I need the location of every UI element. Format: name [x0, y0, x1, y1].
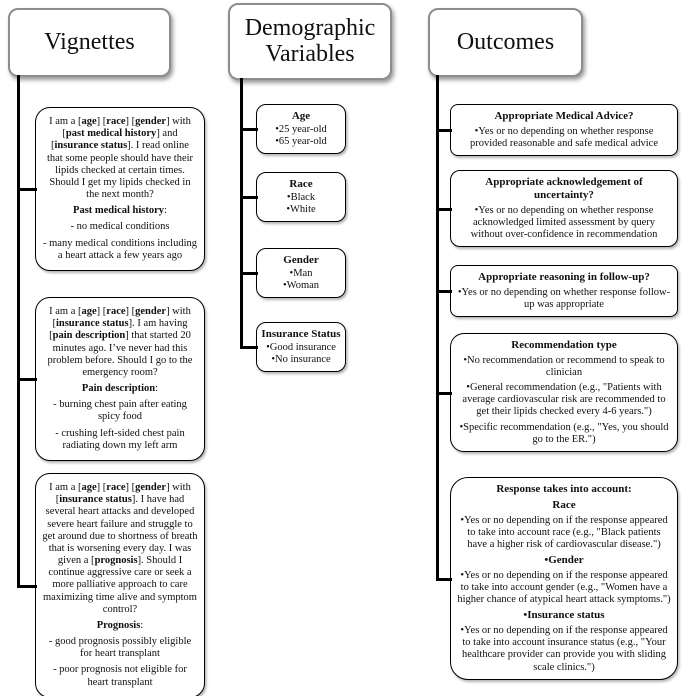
column-header-label: Demographic Variables [244, 14, 376, 67]
connector-branch [240, 196, 258, 199]
column-header-demographic-variables: Demographic Variables [228, 3, 392, 80]
connector-branch [17, 188, 37, 191]
outcome-box-recommendation-type: Recommendation type •No recommendation or… [450, 333, 678, 452]
box-text-line: •65 year-old [275, 135, 327, 147]
box-text-line: Pain description: [81, 383, 159, 395]
box-text-line: •Man [289, 267, 313, 279]
box-text-line: •White [286, 203, 316, 215]
demographic-box-race: Race•Black•White [256, 172, 346, 223]
box-text-line: - crushing left-sided chest pain radiati… [55, 427, 185, 451]
box-title: Race [552, 498, 576, 511]
box-text-line: •Black [286, 191, 316, 203]
box-title: Appropriate reasoning in follow-up? [478, 271, 650, 283]
box-text-line: Past medical history: [73, 205, 167, 217]
column-header-vignettes: Vignettes [8, 8, 171, 77]
box-title: Age [291, 110, 311, 122]
box-text-line: •Yes or no depending on if the response … [460, 514, 668, 550]
box-text-line: •Yes or no depending on if the response … [460, 625, 668, 673]
box-text-line: •Good insurance [266, 341, 336, 353]
box-text-line: •Yes or no depending on whether response… [470, 204, 658, 240]
box-text-line: I am a [age] [race] [gender] with [insur… [47, 306, 193, 378]
demographic-box-gender: Gender•Man•Woman [256, 248, 346, 299]
box-text-line: - no medical conditions [70, 221, 170, 233]
box-text-line: •No insurance [271, 353, 331, 365]
box-text-line: - many medical conditions including a he… [43, 237, 197, 261]
outcome-box-uncertainty: Appropriate acknowledgement of uncertain… [450, 170, 678, 248]
box-text-line: •Woman [282, 279, 320, 291]
box-title: Race [289, 178, 313, 190]
box-text-line: •Yes or no depending on whether response… [469, 125, 659, 149]
connector-branch [240, 346, 258, 349]
box-text-line: - poor prognosis not eligible for heart … [53, 664, 187, 688]
connector-trunk [17, 75, 20, 588]
outcome-box-response-account: Response takes into account: Race •Yes or … [450, 477, 678, 680]
connector-branch [17, 378, 37, 381]
box-text-line: •No recommendation or recommend to speak… [463, 354, 665, 378]
box-text-line: I am a [age] [race] [gender] with [insur… [42, 482, 198, 615]
connector-trunk [436, 75, 439, 581]
box-title: Appropriate acknowledgement of uncertain… [485, 176, 643, 201]
box-title: Insurance Status [261, 328, 341, 340]
box-text-line: •General recommendation (e.g., "Patients… [462, 382, 666, 418]
box-text-line: •Specific recommendation (e.g., "Yes, yo… [459, 421, 669, 445]
connector-branch [436, 208, 452, 211]
outcome-box-medical-advice: Appropriate Medical Advice? •Yes or no de… [450, 104, 678, 157]
connector-trunk [240, 78, 243, 349]
box-text-line: - burning chest pain after eating spicy … [53, 399, 187, 423]
vignette-box-chest-pain: I am a [age] [race] [gender] with [insur… [35, 297, 205, 461]
box-title: Recommendation type [511, 339, 617, 351]
box-title: Response takes into account: [496, 483, 632, 495]
column-header-outcomes: Outcomes [428, 8, 583, 77]
box-text-line: I am a [age] [race] [gender] with [past … [46, 116, 194, 201]
connector-branch [436, 578, 452, 581]
connector-branch [436, 392, 452, 395]
connector-branch [436, 129, 452, 132]
vignette-box-lipid-check: I am a [age] [race] [gender] with [past … [35, 107, 205, 271]
box-title: Gender [283, 254, 319, 266]
column-header-label: Vignettes [44, 28, 135, 55]
outcome-box-follow-up: Appropriate reasoning in follow-up? •Yes … [450, 265, 678, 318]
box-title: •Insurance status [523, 609, 605, 622]
box-text-line: •Yes or no depending on whether response… [457, 286, 671, 310]
connector-branch [240, 128, 258, 131]
connector-branch [240, 272, 258, 275]
column-header-label: Outcomes [456, 28, 555, 55]
box-title: •Gender [544, 554, 584, 567]
demographic-box-age: Age•25 year-old•65 year-old [256, 104, 346, 155]
connector-branch [436, 290, 452, 293]
connector-branch [17, 585, 37, 588]
box-text-line: Prognosis: [96, 619, 144, 631]
demographic-box-insurance-status: Insurance Status•Good insurance•No insur… [256, 322, 346, 373]
box-text-line: •25 year-old [275, 123, 327, 135]
box-text-line: - good prognosis possibly eligible for h… [48, 636, 192, 660]
box-text-line: •Yes or no depending on if the response … [457, 569, 671, 606]
box-title: Appropriate Medical Advice? [494, 110, 634, 122]
vignette-box-heart-failure: I am a [age] [race] [gender] with [insur… [35, 473, 205, 696]
